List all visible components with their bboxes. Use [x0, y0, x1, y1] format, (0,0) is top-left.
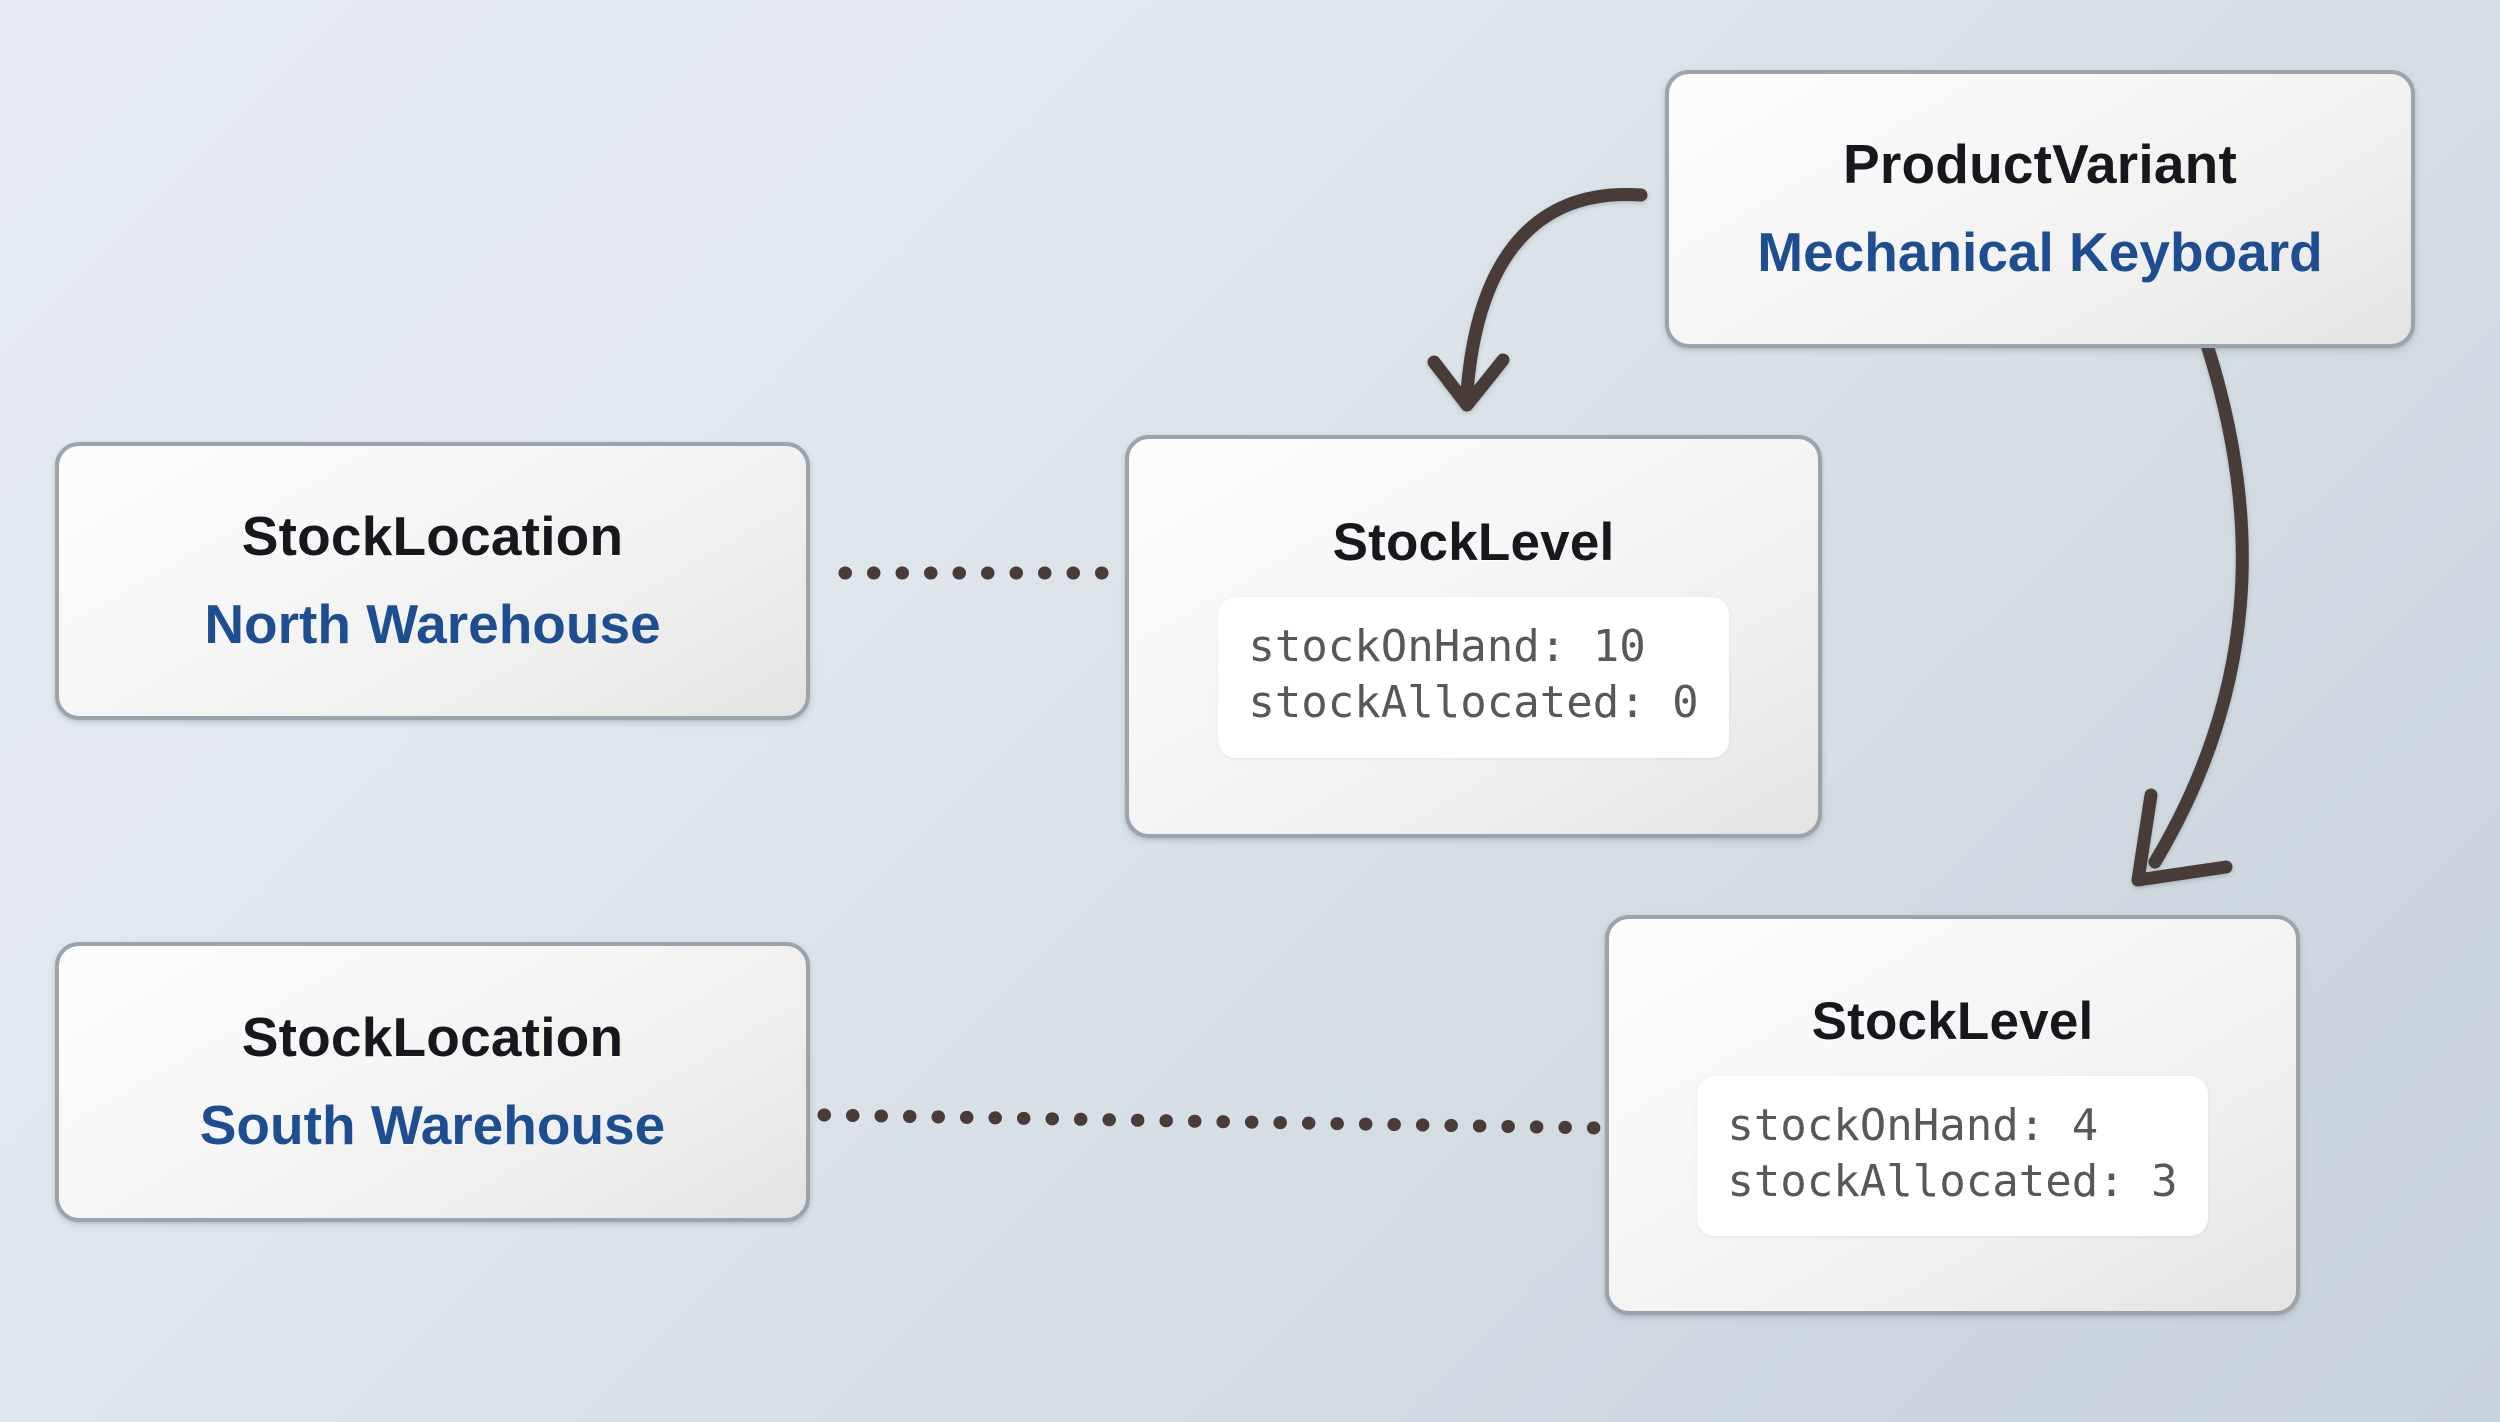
- node-stock-location-north-type: StockLocation: [241, 505, 624, 568]
- node-product-variant-type: ProductVariant: [1842, 133, 2237, 196]
- node-stock-location-north-name: North Warehouse: [204, 593, 661, 655]
- node-stock-level-south-type: StockLevel: [1811, 991, 2094, 1051]
- node-stock-level-south[interactable]: StockLevel stockOnHand: 4 stockAllocated…: [1605, 915, 2300, 1315]
- node-stock-level-north[interactable]: StockLevel stockOnHand: 10 stockAllocate…: [1125, 435, 1822, 838]
- edge-location-south-to-level-south: [817, 1108, 1607, 1135]
- stock-on-hand-line: stockOnHand: 10: [1248, 621, 1646, 672]
- stock-level-north-fields: stockOnHand: 10 stockAllocated: 0: [1218, 597, 1729, 758]
- node-stock-location-south-name: South Warehouse: [199, 1094, 666, 1156]
- node-stock-location-north[interactable]: StockLocation North Warehouse: [55, 442, 810, 720]
- node-stock-level-north-type: StockLevel: [1332, 513, 1615, 573]
- node-stock-location-south[interactable]: StockLocation South Warehouse: [55, 942, 810, 1222]
- node-stock-location-south-type: StockLocation: [241, 1006, 624, 1069]
- stock-level-south-fields: stockOnHand: 4 stockAllocated: 3: [1697, 1075, 2208, 1237]
- node-product-variant-name: Mechanical Keyboard: [1757, 221, 2323, 283]
- node-product-variant[interactable]: ProductVariant Mechanical Keyboard: [1665, 70, 2415, 348]
- edge-variant-to-level-north: [1427, 187, 1648, 412]
- edge-variant-to-level-south: [2131, 341, 2249, 887]
- stock-allocated-line: stockAllocated: 0: [1248, 677, 1699, 729]
- stock-allocated-line: stockAllocated: 3: [1727, 1155, 2178, 1207]
- stock-on-hand-line: stockOnHand: 4: [1727, 1099, 2099, 1151]
